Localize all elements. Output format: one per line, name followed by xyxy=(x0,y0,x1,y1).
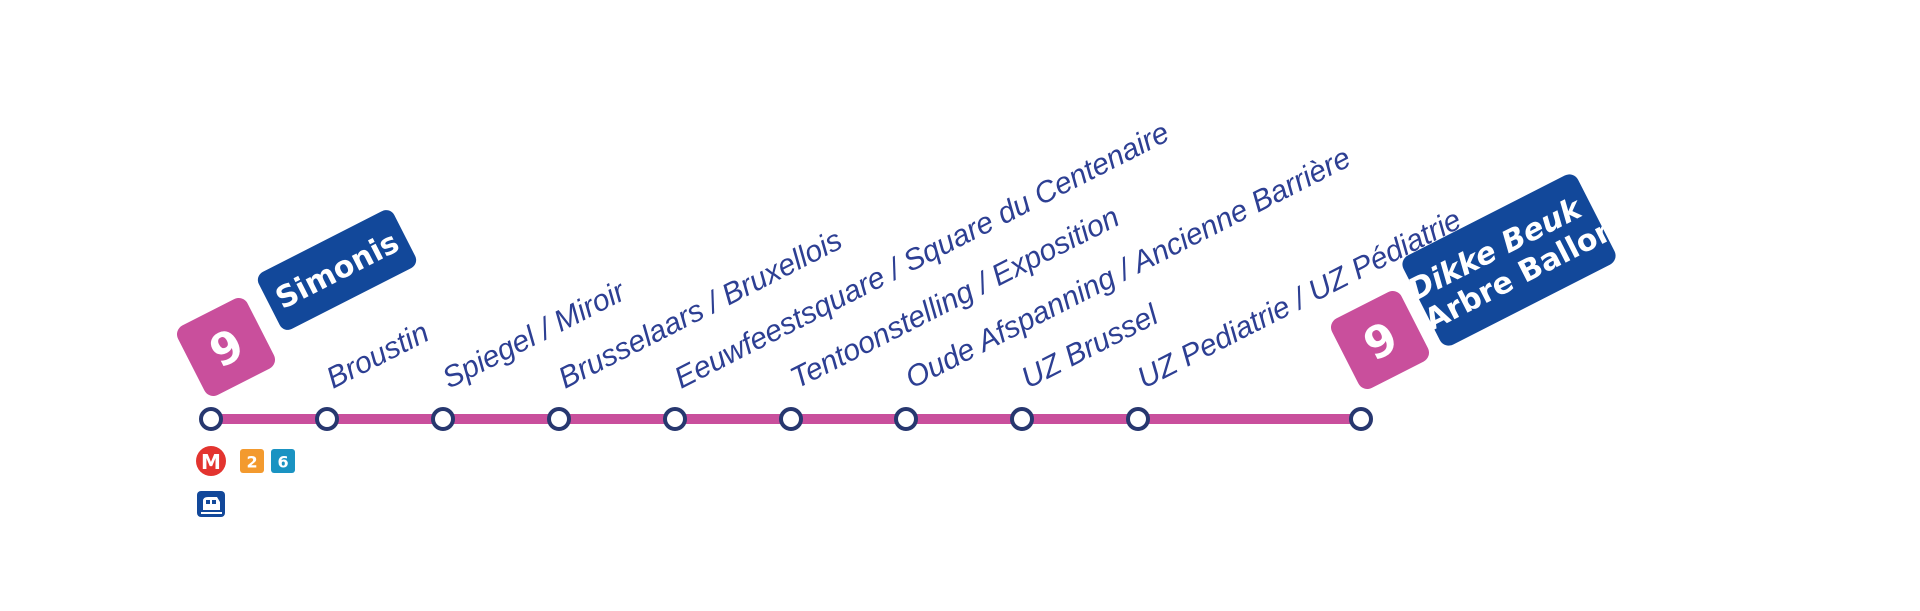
metro-line-number: 2 xyxy=(246,453,257,472)
train-window xyxy=(206,500,210,504)
stop-marker xyxy=(315,407,339,431)
stop-marker xyxy=(1126,407,1150,431)
metro-connection: M xyxy=(196,446,226,476)
stop-label: Oude Afspanning / Ancienne Barrière xyxy=(900,141,1356,395)
metro-line-badge: 6 xyxy=(271,449,295,473)
stop-label: Broustin xyxy=(321,316,434,395)
stop-marker xyxy=(779,407,803,431)
metro-line-badge: 2 xyxy=(240,449,264,473)
origin-line-badge-bg xyxy=(176,297,276,397)
destination-line-badge: 9 xyxy=(1330,290,1430,390)
stop-marker xyxy=(547,407,571,431)
destination-terminus-bg xyxy=(1402,174,1616,346)
destination-line-badge-bg xyxy=(1330,290,1430,390)
train-shape xyxy=(203,497,220,510)
origin-terminus-box: Simonis xyxy=(257,210,417,330)
stop-marker xyxy=(1349,407,1373,431)
stop-marker xyxy=(663,407,687,431)
origin-line-badge: 9 xyxy=(176,297,276,397)
metro-line-badge-bg xyxy=(271,449,295,473)
metro-icon xyxy=(196,446,226,476)
stop-marker xyxy=(1010,407,1034,431)
origin-terminus-bg xyxy=(257,210,417,330)
metro-line-badge-bg xyxy=(240,449,264,473)
destination-terminus-box: Dikke Beuk Arbre Ballon xyxy=(1402,174,1623,346)
stop-marker xyxy=(894,407,918,431)
train-connection xyxy=(197,491,225,517)
stop-marker xyxy=(199,407,223,431)
metro-letter: M xyxy=(201,450,221,474)
train-window xyxy=(212,500,216,504)
metro-line-number: 6 xyxy=(277,453,288,472)
stop-marker xyxy=(431,407,455,431)
